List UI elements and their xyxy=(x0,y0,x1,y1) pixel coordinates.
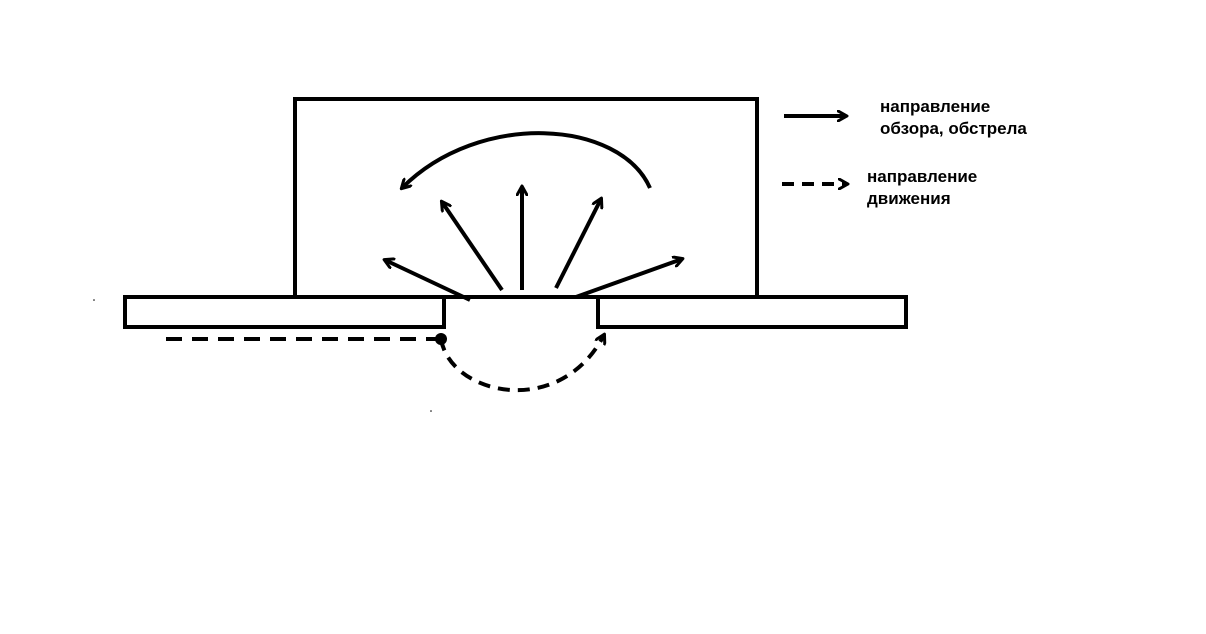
sweep-arc-arrow xyxy=(402,131,652,188)
legend-dashed-label: направление движения xyxy=(867,166,977,210)
view-arrow-far-right xyxy=(575,259,682,299)
wall-left xyxy=(123,295,446,329)
legend-solid-label: направление обзора, обстрела xyxy=(880,96,1027,140)
room-rectangle xyxy=(293,97,759,299)
movement-path-curve xyxy=(439,335,604,393)
legend-dashed-line2: движения xyxy=(867,189,951,208)
speck-1 xyxy=(93,299,95,301)
legend-solid-line1: направление xyxy=(880,97,991,116)
wall-right xyxy=(596,295,908,329)
view-arrow-right xyxy=(554,199,601,289)
view-arrow-far-left xyxy=(385,260,471,302)
legend-solid-line2: обзора, обстрела xyxy=(880,119,1027,138)
legend-dashed-line1: направление xyxy=(867,167,978,186)
speck-2 xyxy=(430,410,432,412)
view-arrow-left xyxy=(442,202,504,292)
